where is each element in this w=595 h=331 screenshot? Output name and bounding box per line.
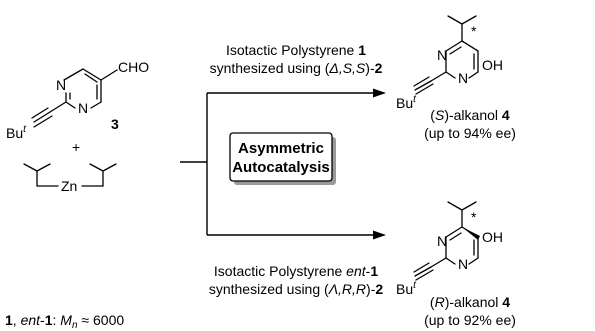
stereocenter-mark: * [471,23,477,39]
ring-bond [445,40,463,52]
product-s-alkanol: N N OH * But [396,15,503,111]
alkyne-bond [414,80,432,91]
plus-sign: + [72,139,80,155]
box-title-line2: Autocatalysis [232,159,330,176]
atom-n: N [437,47,447,63]
ring-bond [63,68,84,81]
hashed-wedge [461,40,479,52]
ring-bond [65,101,76,109]
ring-bond [90,101,102,109]
alkyne-bond [31,107,49,119]
asymmetric-autocatalysis-box: Asymmetric Autocatalysis [229,132,336,185]
molecular-weight-note: 1, ent-1: Mn ≈ 6000 [5,312,124,331]
atom-n: N [458,70,468,86]
alkyne-bond [413,262,430,273]
sidechain-bond [447,15,463,25]
arrow-top-head [373,88,386,98]
product-s-label: (S)-alkanol 4 [430,107,510,123]
top-condition-line2: synthesized using (Δ,S,S)-2 [210,60,383,76]
product-r-ee: (up to 92% ee) [424,312,516,328]
reactant-pyrimidine-3: N N CHO But 3 [6,59,149,141]
sidechain-bond [461,201,477,211]
atom-zn: Zn [61,178,77,194]
ring-bond [445,71,456,79]
atom-n: N [78,100,88,116]
isopropyl-bond [36,163,51,172]
alkyne-bond [430,257,447,268]
double-bond [449,232,462,241]
alkyne-bond [413,76,430,87]
atom-n: N [458,256,468,272]
alkyne-bond [49,101,67,113]
diisopropylzinc: Zn [23,163,117,194]
isopropyl-bond [89,163,104,172]
isopropyl-bond [23,163,38,172]
box-title-line1: Asymmetric [238,140,324,157]
alkyne-bond [33,111,51,123]
tbu-label: But [396,280,417,297]
tbu-label: But [6,124,27,141]
ring-bond [445,226,463,238]
atom-n: N [437,233,447,249]
alkyne-bond [33,115,53,128]
alkyne-bond [414,266,432,277]
tbu-label: But [396,94,417,111]
product-s-ee: (up to 94% ee) [424,125,516,141]
ring-bond [468,257,479,265]
alkyne-bond [430,71,447,82]
alkyne-bond [415,83,434,95]
bold-wedge [462,227,480,240]
product-r-label: (R)-alkanol 4 [430,294,510,310]
arrow-bottom-head [373,230,386,240]
aldehyde-bond [100,69,118,81]
bottom-condition-line2: synthesized using (Λ,R,R)-2 [209,281,384,297]
bottom-condition-line1: Isotactic Polystyrene ent-1 [214,263,378,279]
double-bond [84,73,98,83]
isopropyl-bond [102,163,117,172]
hydroxyl-label: OH [482,229,503,245]
sidechain-bond [461,15,477,25]
reaction-arrows [180,88,386,240]
atom-n: N [56,77,66,93]
ring-bond [82,68,102,81]
top-condition-line1: Isotactic Polystyrene 1 [226,42,366,58]
ring-bond [468,71,479,79]
alkyne-bond [415,269,434,281]
hydroxyl-label: OH [482,57,503,73]
aldehyde-label: CHO [118,59,149,75]
product-r-alkanol: N N OH * But [396,201,503,297]
ring-bond [445,257,456,265]
stereocenter-mark: * [471,209,477,225]
sidechain-bond [447,201,463,211]
compound-number-3: 3 [111,116,119,132]
double-bond [449,46,462,55]
box-frame [229,132,333,182]
